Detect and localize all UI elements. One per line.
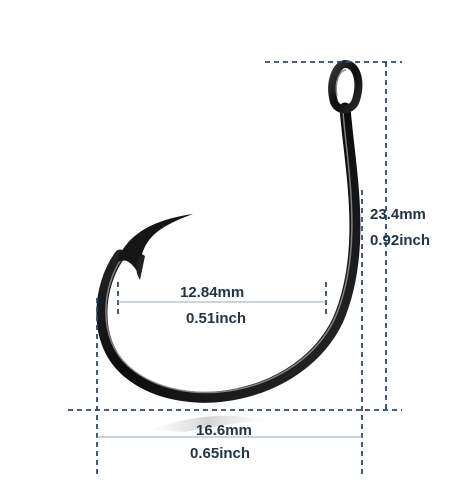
hook-highlight bbox=[105, 111, 353, 394]
height-dimension bbox=[265, 61, 402, 410]
height-inch-label: 0.92inch bbox=[370, 232, 431, 249]
height-mm-label: 23.4mm bbox=[370, 206, 426, 223]
gap-dimension bbox=[117, 282, 327, 318]
hook-point bbox=[118, 214, 193, 276]
gap-mm-label: 12.84mm bbox=[180, 284, 245, 301]
hook-barb bbox=[136, 254, 145, 280]
width-mm-label: 16.6mm bbox=[196, 422, 252, 439]
gap-inch-label: 0.51inch bbox=[186, 310, 247, 327]
hook-body bbox=[96, 102, 361, 403]
width-dimension bbox=[96, 190, 363, 478]
hook-shadow bbox=[150, 415, 265, 432]
hook-eye bbox=[328, 59, 363, 114]
width-inch-label: 0.65inch bbox=[190, 445, 251, 462]
hook-eye-highlight bbox=[335, 69, 347, 97]
